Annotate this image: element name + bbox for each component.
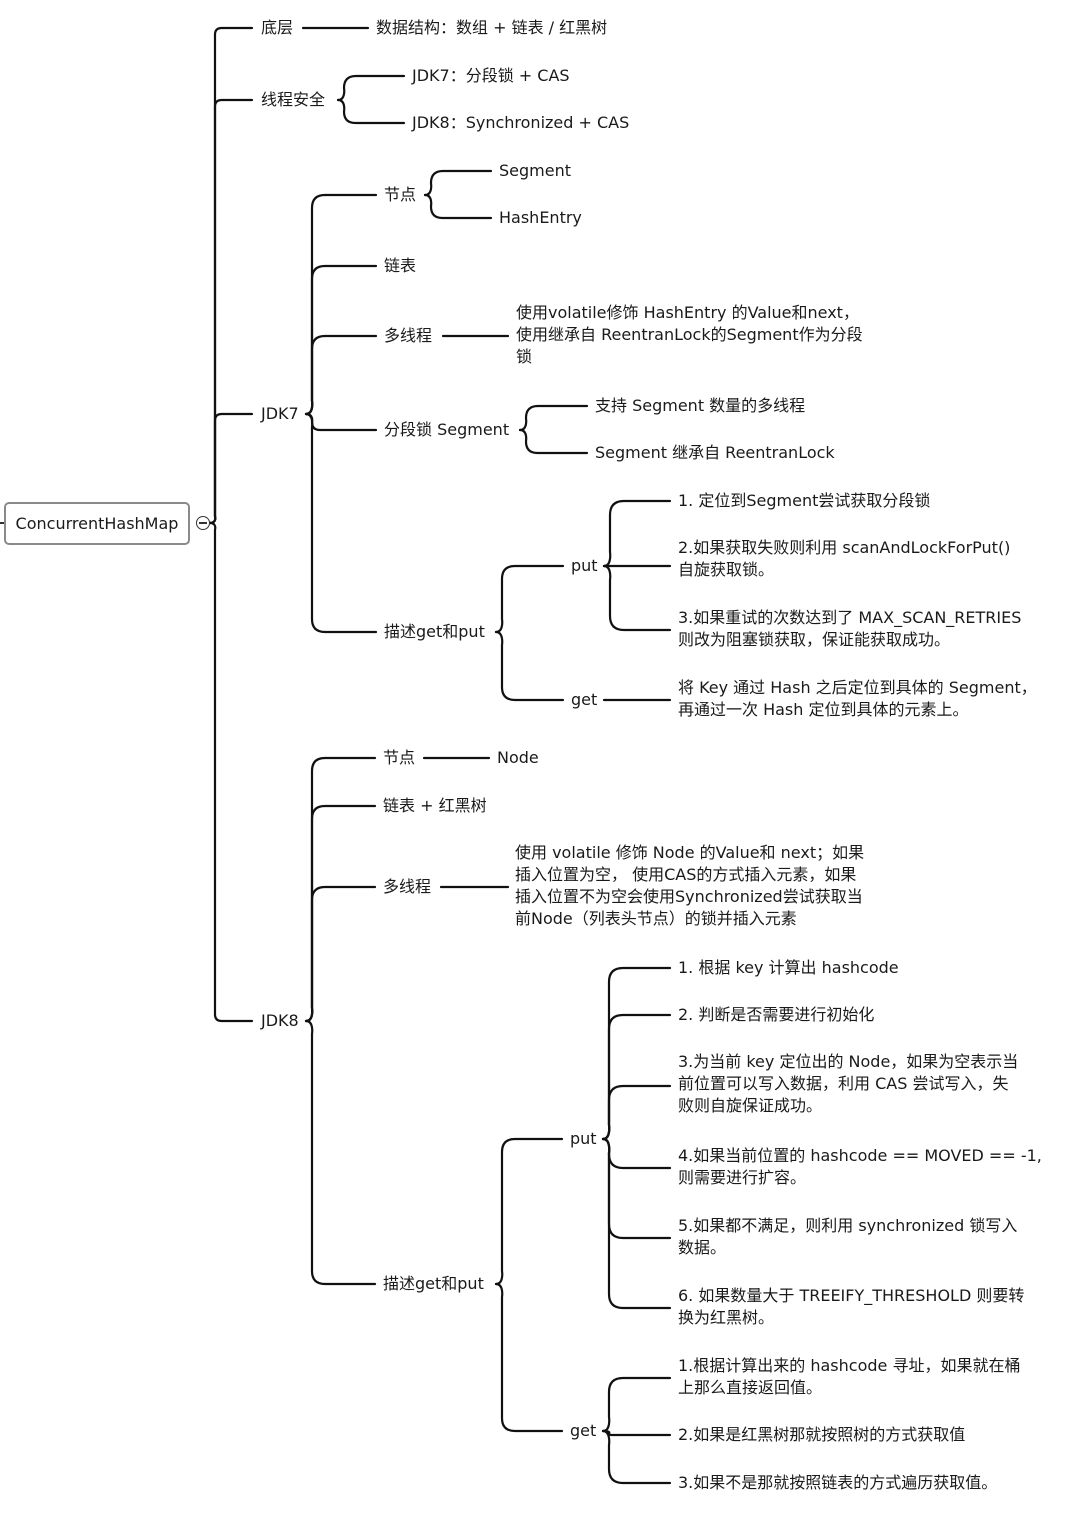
edge-jdk8-put-5 — [601, 1137, 672, 1240]
edge-jdk8-get-2 — [601, 1429, 672, 1437]
node-ts-jdk8[interactable]: JDK8：Synchronized + CAS — [412, 113, 630, 132]
collapse-minus-icon[interactable] — [196, 516, 210, 530]
node-jdk8-put[interactable]: put — [570, 1129, 597, 1148]
edge-jdk8-get-1 — [601, 1376, 672, 1433]
node-jdk8-put-3[interactable]: 3.为当前 key 定位出的 Node，如果为空表示当 前位置可以写入数据，利用… — [678, 1052, 1019, 1115]
edge-jdk7-seglock-2 — [518, 428, 589, 455]
node-jdk7-get[interactable]: get — [571, 690, 598, 709]
node-jdk8-put-4[interactable]: 4.如果当前位置的 hashcode == MOVED == -1, 则需要进行… — [678, 1146, 1042, 1187]
edge-jdk8-getput-put — [494, 1137, 564, 1286]
node-jdk7-put-3[interactable]: 3.如果重试的次数达到了 MAX_SCAN_RETRIES 则改为阻塞锁获取，保… — [678, 608, 1022, 649]
node-jdk7-multithread-detail[interactable]: 使用volatile修饰 HashEntry 的Value和next， 使用继承… — [516, 303, 863, 366]
node-jdk7-segment[interactable]: Segment — [499, 161, 571, 180]
edge-jdk7-node-hashentry — [423, 193, 493, 220]
edge-jdk7-getput-put — [494, 564, 565, 634]
edge-jdk7-multithread — [304, 334, 378, 416]
edge-jdk7-seglock-1 — [518, 404, 589, 432]
edge-ts-jdk7 — [336, 74, 406, 102]
edge-jdk7-getput — [304, 412, 378, 634]
edge-jdk8-list — [304, 804, 377, 1023]
node-jdk7-get-1[interactable]: 将 Key 通过 Hash 之后定位到具体的 Segment， 再通过一次 Ha… — [678, 678, 1037, 719]
node-jdk7-put-1[interactable]: 1. 定位到Segment尝试获取分段锁 — [678, 491, 931, 510]
node-jdk8-list[interactable]: 链表 + 红黑树 — [383, 796, 487, 815]
left-connector-stub — [0, 522, 5, 524]
node-jdk8-multithread-detail[interactable]: 使用 volatile 修饰 Node 的Value和 next；如果 插入位置… — [515, 843, 865, 928]
edge-root-jdk7 — [208, 412, 254, 525]
node-jdk7[interactable]: JDK7 — [261, 404, 299, 423]
edge-jdk8-getput — [304, 1019, 377, 1286]
node-jdk8-get-2[interactable]: 2.如果是红黑树那就按照树的方式获取值 — [678, 1425, 966, 1444]
edge-jdk8-put-1 — [601, 966, 672, 1141]
edge-root-jdk8 — [208, 521, 254, 1023]
node-jdk7-put-2[interactable]: 2.如果获取失败则利用 scanAndLockForPut() 自旋获取锁。 — [678, 538, 1011, 579]
node-jdk7-segment-lock[interactable]: 分段锁 Segment — [384, 420, 510, 439]
node-jdk8-multithread[interactable]: 多线程 — [383, 877, 432, 896]
edge-jdk8-put-3 — [601, 1084, 672, 1141]
edge-jdk7-put-1 — [602, 499, 672, 568]
edge-jdk7-segment-lock — [304, 412, 378, 432]
edge-jdk7-getput-get — [494, 630, 565, 702]
edge-jdk8-put-6 — [601, 1137, 672, 1310]
node-jdk8-get-1[interactable]: 1.根据计算出来的 hashcode 寻址，如果就在桶 上那么直接返回值。 — [678, 1356, 1021, 1397]
edge-jdk8-getput-get — [494, 1282, 564, 1433]
edge-jdk8-put-2 — [601, 1013, 672, 1141]
node-jdk8-put-5[interactable]: 5.如果都不满足，则利用 synchronized 锁写入 数据。 — [678, 1216, 1018, 1257]
edge-jdk7-node — [304, 193, 378, 416]
node-jdk8[interactable]: JDK8 — [261, 1011, 299, 1030]
edge-jdk8-put-4 — [601, 1137, 672, 1170]
node-jdk8-getput[interactable]: 描述get和put — [383, 1274, 484, 1293]
edge-ts-jdk8 — [336, 98, 406, 125]
node-jdk7-getput[interactable]: 描述get和put — [384, 622, 485, 641]
node-jdk8-put-2[interactable]: 2. 判断是否需要进行初始化 — [678, 1005, 875, 1024]
node-jdk7-segment-lock-1[interactable]: 支持 Segment 数量的多线程 — [595, 396, 806, 415]
node-jdk8-node[interactable]: 节点 — [383, 748, 416, 767]
node-bottom[interactable]: 底层 — [261, 18, 294, 37]
node-thread-safety[interactable]: 线程安全 — [261, 90, 326, 109]
edge-jdk7-node-segment — [423, 169, 493, 197]
edge-jdk7-list — [304, 264, 378, 416]
edge-jdk7-put-3 — [602, 564, 672, 632]
node-jdk8-put-1[interactable]: 1. 根据 key 计算出 hashcode — [678, 958, 899, 977]
edge-root-thread-safety — [208, 98, 254, 525]
node-jdk8-get[interactable]: get — [570, 1421, 597, 1440]
node-jdk7-put[interactable]: put — [571, 556, 598, 575]
node-jdk8-node-detail[interactable]: Node — [497, 748, 539, 767]
edge-jdk8-get-3 — [601, 1429, 672, 1485]
root-node[interactable]: ConcurrentHashMap — [4, 502, 190, 545]
node-jdk8-get-3[interactable]: 3.如果不是那就按照链表的方式遍历获取值。 — [678, 1473, 998, 1492]
node-jdk7-segment-lock-2[interactable]: Segment 继承自 ReentranLock — [595, 443, 835, 462]
node-jdk7-multithread[interactable]: 多线程 — [384, 326, 433, 345]
edge-jdk8-multithread — [304, 885, 377, 1023]
root-label: ConcurrentHashMap — [15, 514, 179, 533]
node-jdk7-node[interactable]: 节点 — [384, 185, 417, 204]
node-ts-jdk7[interactable]: JDK7：分段锁 + CAS — [412, 66, 570, 85]
node-jdk7-list[interactable]: 链表 — [384, 256, 417, 275]
node-jdk8-put-6[interactable]: 6. 如果数量大于 TREEIFY_THRESHOLD 则要转 换为红黑树。 — [678, 1286, 1025, 1327]
node-jdk7-hashentry[interactable]: HashEntry — [499, 208, 582, 227]
node-bottom-detail[interactable]: 数据结构：数组 + 链表 / 红黑树 — [376, 18, 608, 37]
